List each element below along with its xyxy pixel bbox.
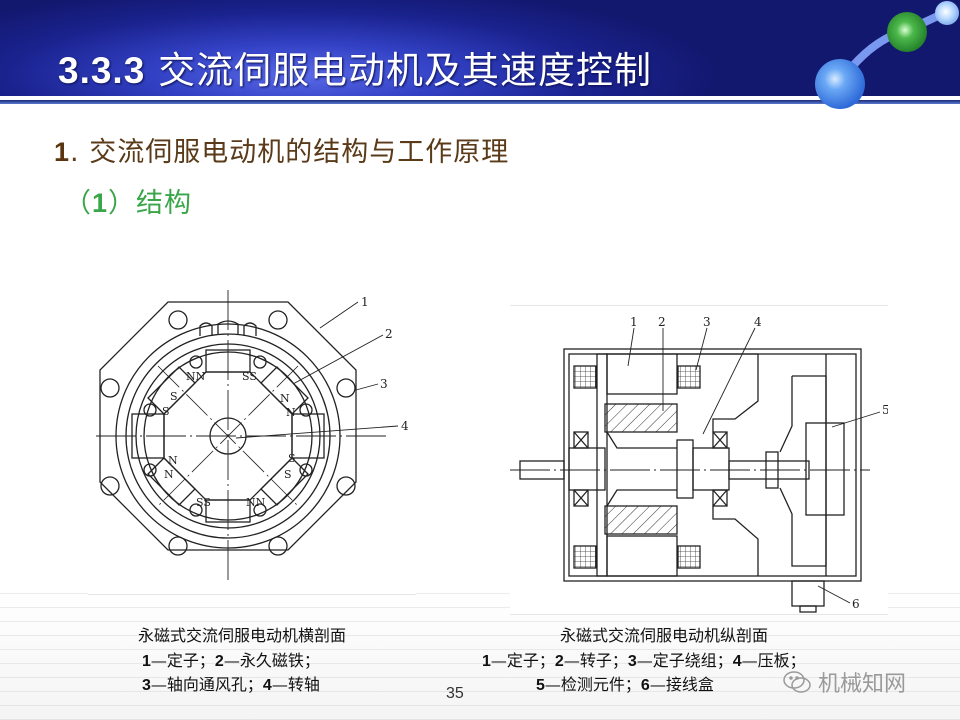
legend-text: —定子；	[490, 651, 555, 670]
wechat-icon	[783, 671, 811, 693]
svg-text:NN: NN	[186, 370, 206, 383]
callout-4: 4	[401, 419, 409, 433]
svg-text:N: N	[286, 406, 296, 419]
legend-number: 6	[640, 677, 650, 694]
legend-number: 5	[536, 677, 545, 694]
callout-2: 2	[385, 327, 393, 341]
heading2-paren-close: ）	[108, 188, 137, 219]
longitudinal-section-diagram: 1 2 3 4 5 6	[510, 315, 890, 613]
svg-text:SS: SS	[196, 496, 211, 509]
callout-3: 3	[380, 377, 388, 391]
svg-text:S: S	[288, 452, 296, 465]
callout-6: 6	[852, 597, 860, 611]
legend-number: 3	[627, 653, 637, 670]
legend-number: 1	[482, 653, 491, 670]
svg-text:N: N	[280, 392, 290, 405]
svg-text:S: S	[162, 405, 170, 418]
molecule-icon	[815, 1, 959, 109]
watermark-text: 机械知网	[818, 672, 907, 697]
callout-3: 3	[703, 315, 711, 329]
longitudinal-section-figure: 1 2 3 4 5 6	[510, 305, 890, 615]
heading1-number: 1	[54, 137, 71, 167]
legend-text: —压板；	[741, 651, 806, 670]
callout-1: 1	[630, 315, 638, 329]
legend-number: 4	[262, 677, 272, 694]
callout-5: 5	[882, 403, 888, 417]
legend-number: 3	[142, 677, 151, 694]
legend-text: —转轴	[271, 675, 320, 694]
cross-section-legend-line-1: 1—定子；2—永久磁铁；	[142, 647, 320, 671]
longitudinal-section-caption: 永磁式交流伺服电动机纵剖面	[560, 626, 769, 645]
page-number: 35	[446, 685, 464, 702]
section-title: 交流伺服电动机及其速度控制	[158, 49, 653, 92]
svg-text:N: N	[168, 454, 178, 467]
banner-divider	[0, 96, 960, 100]
legend-number: 1	[142, 653, 151, 670]
cross-section-caption: 永磁式交流伺服电动机横剖面	[138, 626, 347, 645]
svg-text:N: N	[164, 468, 174, 481]
callout-1: 1	[361, 295, 369, 309]
heading1-text: 交流伺服电动机的结构与工作原理	[89, 137, 510, 168]
heading-level-1: 1. 交流伺服电动机的结构与工作原理	[54, 130, 509, 169]
longitudinal-section-legend-line-2: 5—检测元件；6—接线盒	[536, 671, 714, 695]
legend-text: —定子绕组；	[636, 651, 733, 670]
heading2-paren-open: （	[64, 188, 92, 219]
legend-number: 4	[732, 653, 742, 670]
legend-text: —接线盒	[649, 675, 714, 694]
heading-level-2: （1）结构	[64, 181, 192, 220]
title-banner	[0, 0, 960, 96]
legend-number: 2	[214, 653, 224, 670]
svg-text:S: S	[170, 390, 178, 403]
section-number: 3.3.3	[58, 50, 146, 91]
watermark: 机械知网	[782, 666, 906, 698]
legend-text: —检测元件；	[544, 675, 641, 694]
heading2-text: 结构	[136, 188, 193, 219]
heading2-number: 1	[92, 188, 109, 218]
legend-text: —转子；	[563, 651, 628, 670]
legend-text: —定子；	[150, 651, 215, 670]
longitudinal-section-legend-line-1: 1—定子；2—转子；3—定子绕组；4—压板；	[482, 647, 806, 671]
legend-number: 2	[554, 653, 564, 670]
legend-text: —永久磁铁；	[223, 651, 320, 670]
svg-text:NN: NN	[246, 496, 266, 509]
callout-2: 2	[658, 315, 666, 329]
banner-divider-shadow	[0, 100, 960, 104]
svg-text:SS: SS	[242, 370, 257, 383]
callout-4: 4	[754, 315, 762, 329]
heading1-separator: .	[70, 137, 80, 168]
svg-text:S: S	[284, 468, 292, 481]
legend-text: —轴向通风孔；	[150, 675, 263, 694]
cross-section-legend-line-2: 3—轴向通风孔；4—转轴	[142, 671, 320, 695]
slide-title: 3.3.3 交流伺服电动机及其速度控制	[58, 40, 652, 94]
